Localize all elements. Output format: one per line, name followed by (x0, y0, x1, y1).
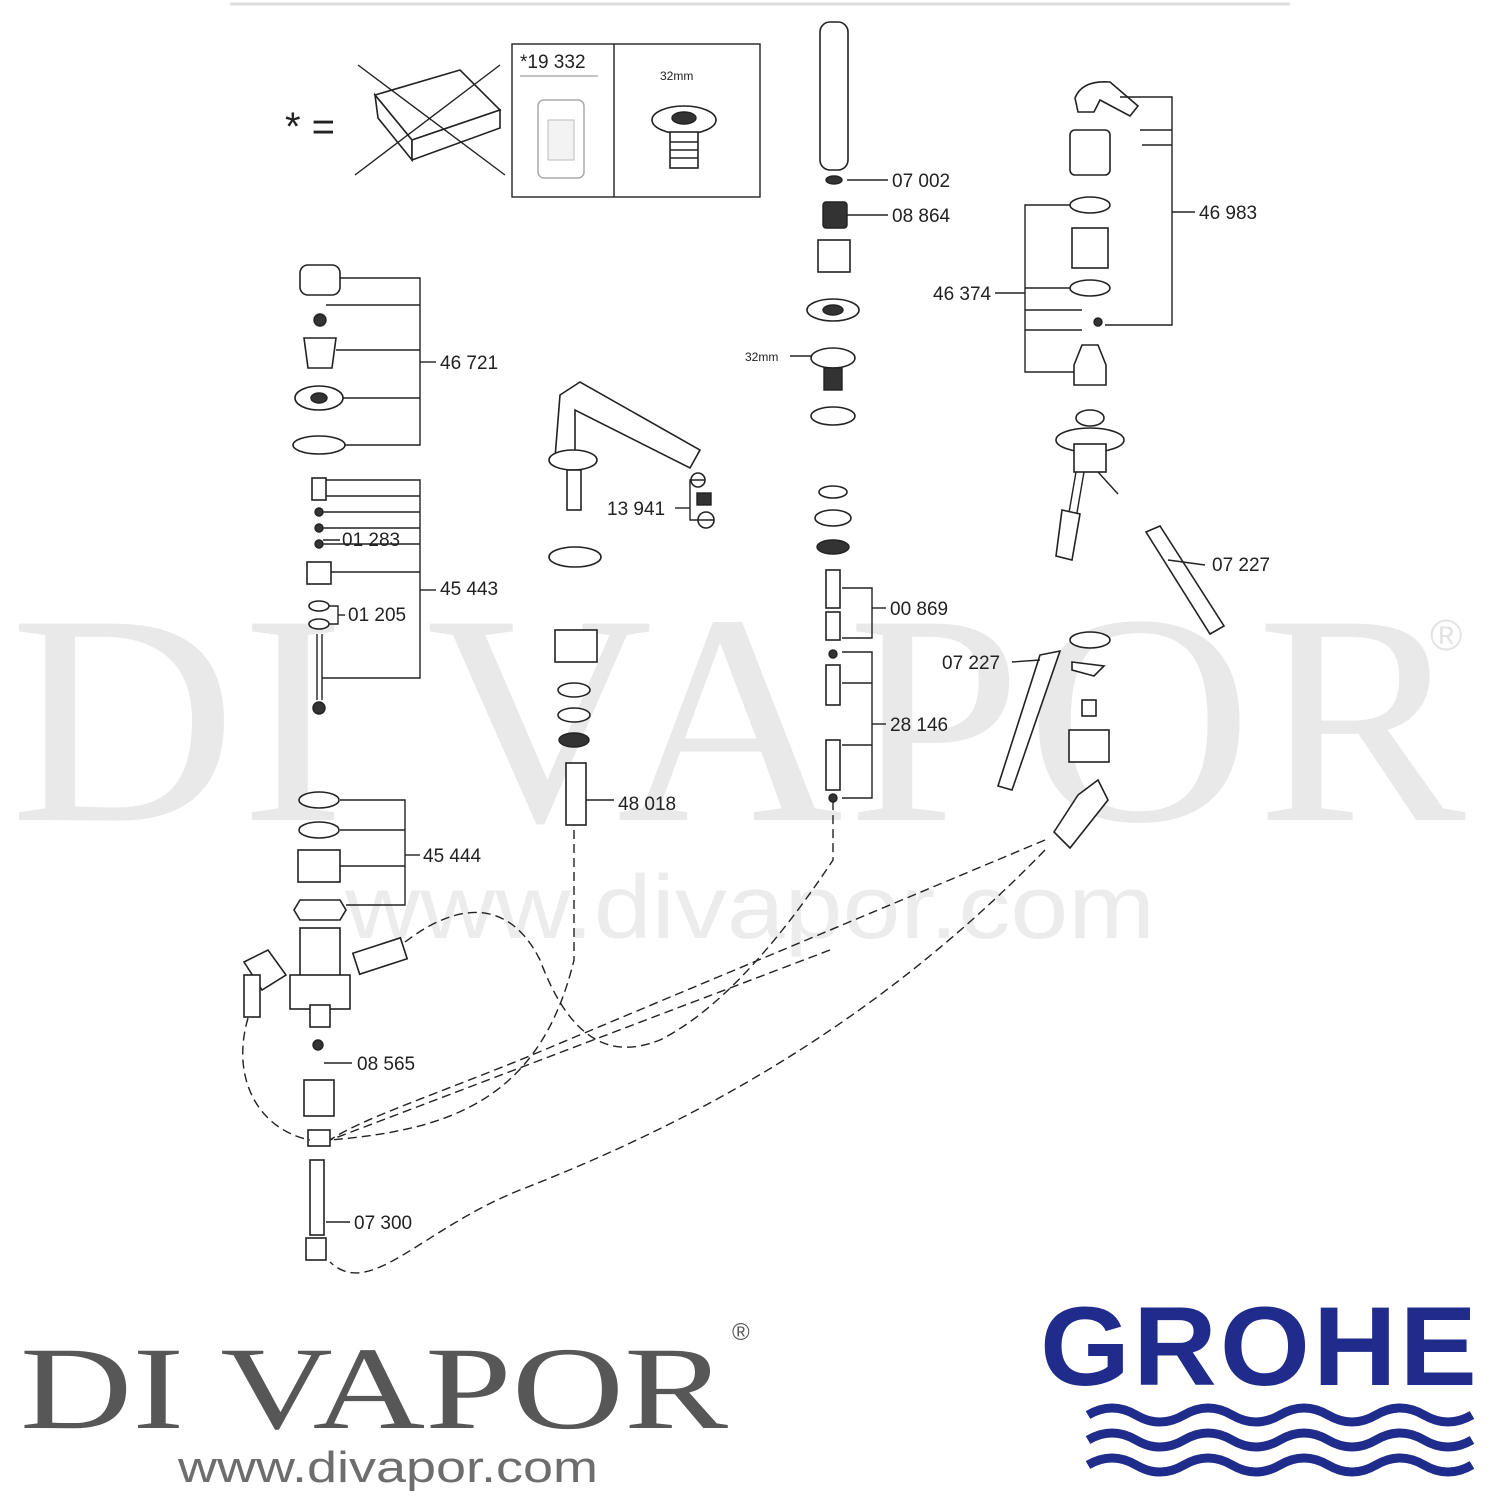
label-08-565: 08 565 (357, 1054, 415, 1075)
label-07-227-upper: 07 227 (1212, 555, 1270, 576)
label-46-374: 46 374 (933, 284, 992, 305)
label-00-869: 00 869 (890, 599, 948, 620)
grohe-wave-icon (1085, 1403, 1475, 1477)
label-32mm: 32mm (745, 350, 778, 364)
inset-part-number: *19 332 (520, 52, 586, 73)
label-07-227-lower: 07 227 (942, 653, 1000, 674)
watermark-registered: ® (1430, 611, 1462, 660)
inset-size-label: 32mm (660, 69, 693, 83)
hand-shower-group (806, 21, 860, 803)
label-01-283: 01 283 (342, 530, 400, 551)
flange-nut-icon (651, 105, 717, 169)
divapor-logo-text: DI VAPOR (20, 1323, 728, 1454)
label-13-941: 13 941 (607, 499, 665, 520)
grohe-logo-text: GROHE (1040, 1284, 1480, 1409)
cartridge-icon (537, 99, 585, 179)
watermark-url: www.divapor.com (344, 858, 1155, 958)
left-stack (242, 264, 409, 1261)
label-48-018: 48 018 (618, 794, 676, 815)
crossed-box-icon (354, 64, 506, 176)
label-46-983: 46 983 (1199, 203, 1257, 224)
label-08-864: 08 864 (892, 206, 951, 227)
label-28-146: 28 146 (890, 715, 948, 736)
divapor-logo: DI VAPOR ® www.divapor.com (20, 1319, 750, 1492)
grohe-logo: GROHE (1040, 1284, 1480, 1477)
label-07-002: 07 002 (892, 171, 950, 192)
watermark-text: DI VAPOR (10, 553, 1470, 885)
mixer-group (996, 81, 1226, 850)
hose-routes (242, 800, 1046, 1274)
inset-group: * = *19 332 32mm (285, 43, 761, 198)
inset-frame (511, 43, 761, 198)
label-01-205: 01 205 (348, 605, 406, 626)
divapor-logo-url: www.divapor.com (177, 1443, 598, 1492)
part-labels: 07 002 08 864 46 983 46 374 32mm 46 721 … (342, 171, 1270, 1234)
leader-lines (322, 96, 1206, 1223)
spout-group (548, 381, 715, 826)
divapor-logo-registered: ® (732, 1319, 750, 1346)
label-45-444: 45 444 (423, 846, 482, 867)
label-07-300: 07 300 (354, 1213, 412, 1234)
label-46-721: 46 721 (440, 353, 498, 374)
label-45-443: 45 443 (440, 579, 498, 600)
star-equals-label: * = (285, 105, 335, 149)
